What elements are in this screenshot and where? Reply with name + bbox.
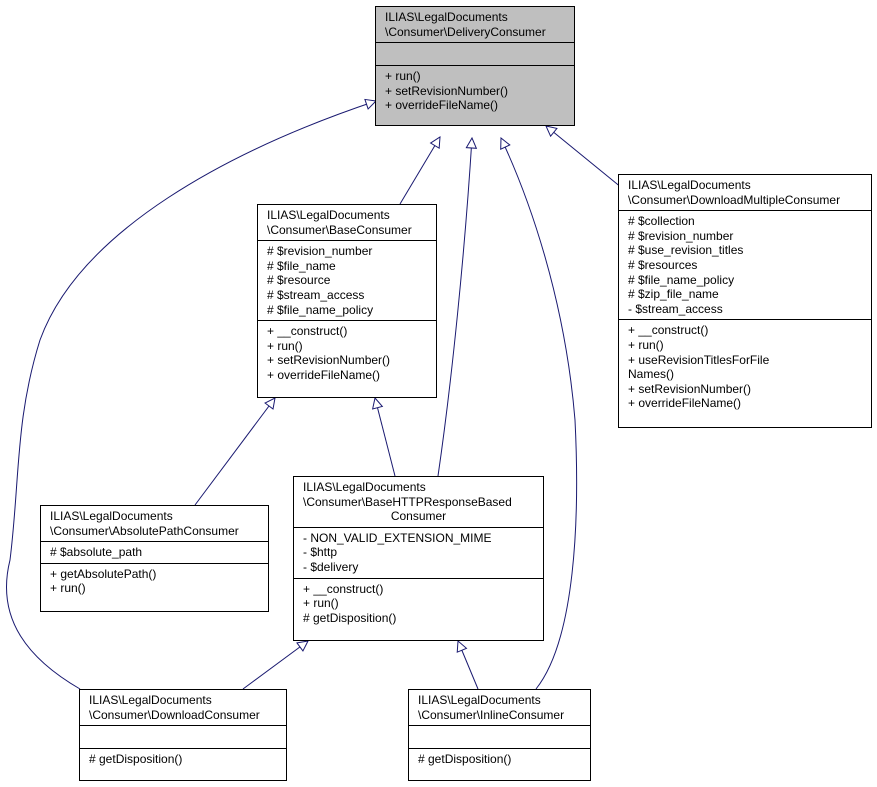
class-name-line: ILIAS\LegalDocuments	[89, 693, 212, 707]
class-title: ILIAS\LegalDocuments \Consumer\BaseHTTPR…	[294, 477, 543, 527]
operation: # getDisposition()	[303, 610, 397, 625]
class-download-consumer[interactable]: ILIAS\LegalDocuments \Consumer\DownloadC…	[79, 689, 287, 781]
class-title: ILIAS\LegalDocuments \Consumer\InlineCon…	[409, 690, 590, 725]
operation: + __construct()	[267, 324, 348, 339]
operation: + run()	[50, 581, 86, 596]
class-inline-consumer[interactable]: ILIAS\LegalDocuments \Consumer\InlineCon…	[408, 689, 591, 781]
attributes-section: # $absolute_path	[41, 541, 268, 563]
attributes-section: # $revision_number # $file_name # $resou…	[258, 240, 436, 320]
attributes-section	[80, 725, 286, 748]
class-name-line: ILIAS\LegalDocuments	[267, 208, 390, 222]
edge-http-to-base	[375, 398, 396, 477]
attribute: # $zip_file_name	[628, 287, 719, 302]
operation: + run()	[303, 596, 339, 611]
edge-inline-to-http	[458, 641, 479, 690]
class-name-line: ILIAS\LegalDocuments	[628, 178, 751, 192]
attribute: # $file_name	[267, 258, 336, 273]
attributes-section: # $collection # $revision_number # $use_…	[619, 210, 871, 319]
operation: + getAbsolutePath()	[50, 566, 157, 581]
class-delivery-consumer[interactable]: ILIAS\LegalDocuments \Consumer\DeliveryC…	[375, 6, 575, 126]
edge-inline-to-delivery	[501, 138, 578, 690]
attribute: - NON_VALID_EXTENSION_MIME	[303, 530, 492, 545]
attribute: # $stream_access	[267, 287, 365, 302]
attribute: # $use_revision_titles	[628, 243, 744, 258]
operation: + __construct()	[628, 323, 709, 338]
class-absolute-path-consumer[interactable]: ILIAS\LegalDocuments \Consumer\AbsoluteP…	[40, 505, 269, 612]
operation: # getDisposition()	[89, 752, 183, 767]
attribute: - $http	[303, 545, 338, 560]
attributes-section	[409, 725, 590, 748]
operation: + run()	[385, 69, 421, 84]
operation: + setRevisionNumber()	[628, 381, 752, 396]
operation: + overrideFileName()	[267, 367, 381, 382]
operation: + useRevisionTitlesForFile	[628, 352, 770, 367]
class-name-line: \Consumer\InlineConsumer	[418, 707, 565, 722]
class-name-line: \Consumer\DeliveryConsumer	[385, 24, 546, 39]
operations-section: # getDisposition()	[409, 748, 590, 770]
attributes-section: - NON_VALID_EXTENSION_MIME - $http - $de…	[294, 526, 543, 578]
operations-section: # getDisposition()	[80, 748, 286, 770]
class-title: ILIAS\LegalDocuments \Consumer\DeliveryC…	[376, 7, 574, 42]
attribute: - $delivery	[303, 559, 359, 574]
operation: # getDisposition()	[418, 752, 512, 767]
attribute: # $revision_number	[267, 244, 373, 259]
operations-section: + __construct() + run() + useRevisionTit…	[619, 319, 871, 414]
attribute: # $file_name_policy	[628, 272, 735, 287]
class-title: ILIAS\LegalDocuments \Consumer\DownloadM…	[619, 175, 871, 210]
attribute: # $file_name_policy	[267, 302, 374, 317]
operations-section: + __construct() + run() + setRevisionNum…	[258, 320, 436, 385]
operation: + setRevisionNumber()	[267, 353, 391, 368]
class-name-line: ILIAS\LegalDocuments	[303, 480, 426, 494]
operation: Names()	[628, 367, 675, 382]
class-name-line: \Consumer\DownloadConsumer	[89, 707, 260, 722]
operation: + overrideFileName()	[385, 98, 499, 113]
edge-download-to-http	[242, 641, 308, 690]
attribute: # $collection	[628, 214, 695, 229]
operation: + __construct()	[303, 581, 384, 596]
class-base-consumer[interactable]: ILIAS\LegalDocuments \Consumer\BaseConsu…	[257, 204, 437, 398]
operation: + run()	[267, 338, 303, 353]
class-name-line: Consumer	[390, 509, 447, 524]
operations-section: + run() + setRevisionNumber() + override…	[376, 65, 574, 116]
class-name-line: \Consumer\DownloadMultipleConsumer	[628, 192, 841, 207]
class-name-line: ILIAS\LegalDocuments	[418, 693, 541, 707]
attribute: - $stream_access	[628, 301, 723, 316]
operations-section: + __construct() + run() # getDisposition…	[294, 577, 543, 629]
operation: + setRevisionNumber()	[385, 83, 509, 98]
attribute: # $absolute_path	[50, 545, 143, 560]
edge-download-to-delivery	[6, 101, 376, 690]
attribute: # $resources	[628, 257, 698, 272]
class-name-line: \Consumer\BaseConsumer	[267, 222, 412, 237]
class-title: ILIAS\LegalDocuments \Consumer\AbsoluteP…	[41, 506, 268, 541]
edge-absolute-to-base	[194, 398, 275, 506]
class-title: ILIAS\LegalDocuments \Consumer\BaseConsu…	[258, 205, 436, 240]
class-title: ILIAS\LegalDocuments \Consumer\DownloadC…	[80, 690, 286, 725]
class-name-line: ILIAS\LegalDocuments	[385, 10, 508, 24]
operation: + overrideFileName()	[628, 396, 742, 411]
operations-section: + getAbsolutePath() + run()	[41, 562, 268, 599]
attribute: # $revision_number	[628, 228, 734, 243]
operation: + run()	[628, 337, 664, 352]
class-name-line: \Consumer\AbsolutePathConsumer	[50, 523, 239, 538]
edge-base-to-delivery	[399, 137, 440, 205]
class-name-line: ILIAS\LegalDocuments	[50, 509, 173, 523]
edge-http-to-delivery	[437, 138, 472, 477]
edge-multiple-to-delivery	[546, 126, 623, 189]
class-base-http-response-based-consumer[interactable]: ILIAS\LegalDocuments \Consumer\BaseHTTPR…	[293, 476, 544, 641]
class-download-multiple-consumer[interactable]: ILIAS\LegalDocuments \Consumer\DownloadM…	[618, 174, 872, 428]
attributes-section	[376, 42, 574, 65]
attribute: # $resource	[267, 273, 331, 288]
class-name-line: \Consumer\BaseHTTPResponseBased	[303, 494, 512, 509]
